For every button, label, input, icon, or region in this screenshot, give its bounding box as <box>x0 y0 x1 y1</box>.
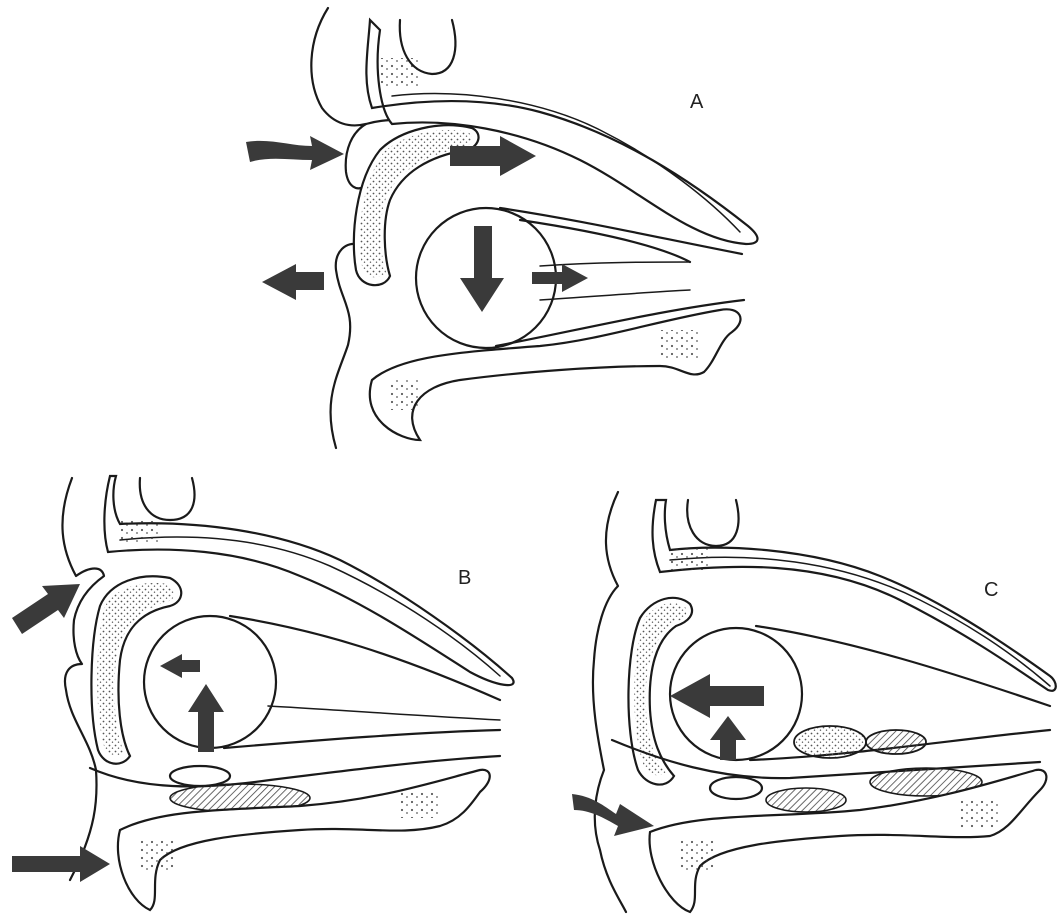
panel-b-muscle-lower <box>224 730 500 748</box>
panel-b-arrow-in-upper <box>12 584 80 634</box>
panel-b-arrow-up <box>188 684 224 752</box>
panel-c-bone-texture-1 <box>670 548 710 570</box>
panel-b-fat-pad <box>170 766 230 786</box>
panel-c: C <box>572 492 1056 912</box>
panel-c-fat-lobule-1 <box>794 726 866 758</box>
panel-c-bone-texture-3 <box>960 800 1000 828</box>
panel-b: B <box>12 476 514 910</box>
panel-b-label: B <box>458 567 471 589</box>
panel-c-sinus <box>687 500 738 546</box>
panel-c-skin-profile <box>593 492 626 912</box>
panel-c-fat-pad <box>710 777 762 799</box>
panel-c-herniated-fat-1 <box>766 788 846 812</box>
panel-b-bone-texture-1 <box>118 520 158 542</box>
panel-b-bone-texture-3 <box>400 790 440 818</box>
panel-a: A <box>246 8 758 448</box>
panel-a-arrow-right-small <box>532 264 588 292</box>
panel-a-arrow-left-lower <box>262 264 324 300</box>
panel-a-arrow-in-upper <box>246 136 344 170</box>
panel-a-arrow-down <box>460 226 504 312</box>
panel-c-fat-lobule-2 <box>866 730 926 754</box>
panel-c-muscle-upper <box>756 626 1050 706</box>
panel-a-bone-texture-1 <box>378 58 418 88</box>
panel-c-arrow-up <box>710 716 746 760</box>
panel-c-tarsal-fat-stipple <box>634 603 686 775</box>
panel-b-arrow-in-lower <box>12 846 110 882</box>
panel-a-bone-texture-3 <box>390 380 420 410</box>
panel-b-sinus <box>140 478 195 520</box>
panel-c-bone-texture-2 <box>680 840 714 870</box>
panel-a-orbital-floor <box>370 309 741 440</box>
panel-b-nerve-1 <box>268 706 500 720</box>
panel-b-bone-texture-2 <box>140 840 174 870</box>
panel-c-arrow-left <box>670 674 764 718</box>
panel-c-label: C <box>984 579 998 601</box>
panel-b-arrow-left-small <box>160 654 200 678</box>
panel-c-roof-inner <box>670 557 1050 686</box>
panel-a-label: A <box>690 91 704 113</box>
panel-c-arrow-in-lower <box>572 794 654 836</box>
panel-a-bone-texture-2 <box>660 330 700 358</box>
